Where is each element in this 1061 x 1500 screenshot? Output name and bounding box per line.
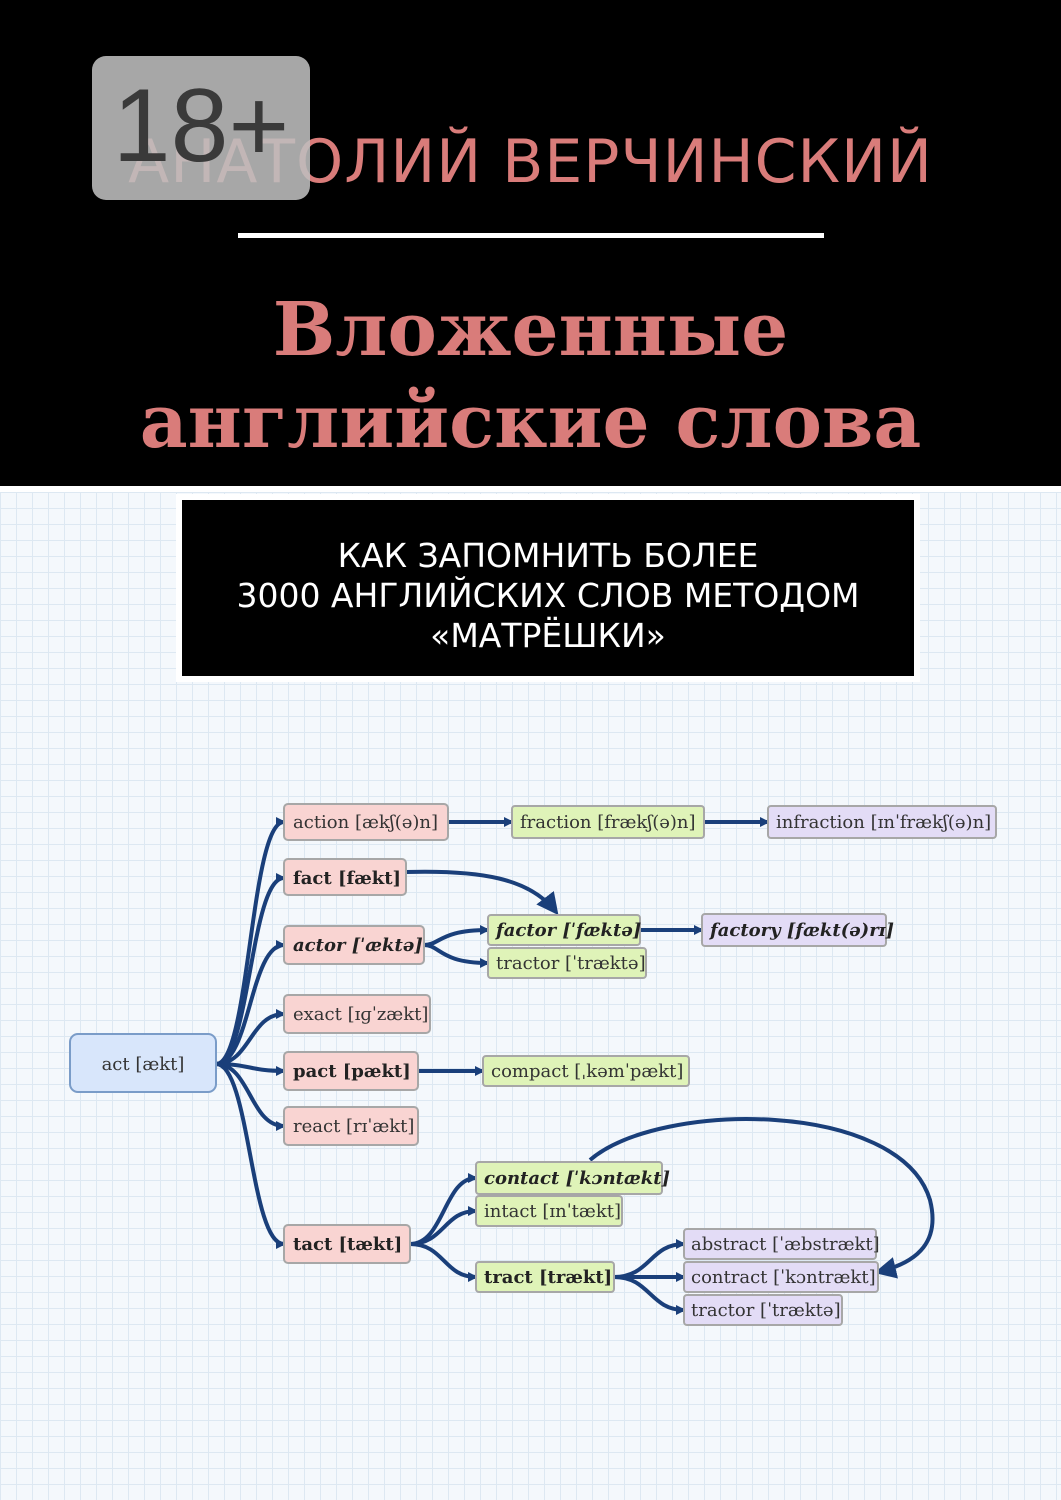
- root-connectors: [215, 817, 935, 1315]
- node-pact: pact [pækt]: [283, 1051, 419, 1091]
- node-contact: contact [ˈkɔntækt]: [475, 1161, 670, 1195]
- node-factor: factor [ˈfæktə]: [487, 914, 641, 946]
- node-tractor-2: tractor [ˈtræktə]: [683, 1294, 843, 1326]
- subtitle-line-3: «МАТРЁШКИ»: [430, 616, 666, 655]
- node-react-label: react [rɪˈækt]: [293, 1116, 414, 1137]
- title-line-1: Вложенные: [272, 287, 789, 373]
- node-pact-label: pact [pækt]: [293, 1061, 411, 1082]
- node-abstract: abstract [ˈæbstrækt]: [683, 1228, 880, 1260]
- node-tract-label: tract [trækt]: [484, 1267, 612, 1288]
- node-fact-label: fact [fækt]: [293, 868, 401, 889]
- node-exact: exact [ɪɡˈzækt]: [283, 994, 431, 1034]
- node-tractor-1: tractor [ˈtræktə]: [487, 947, 647, 979]
- node-tract: tract [trækt]: [475, 1261, 615, 1293]
- subtitle-line-1: КАК ЗАПОМНИТЬ БОЛЕЕ: [337, 536, 759, 575]
- node-tractor-2-label: tractor [ˈtræktə]: [691, 1300, 841, 1321]
- node-contract-label: contract [ˈkɔntrækt]: [691, 1267, 876, 1288]
- node-abstract-label: abstract [ˈæbstrækt]: [691, 1234, 880, 1255]
- node-tact: tact [tækt]: [283, 1224, 411, 1264]
- age-rating-badge: 18+: [92, 56, 310, 200]
- node-compact: compact [ˌkəmˈpækt]: [482, 1055, 690, 1087]
- node-actor: actor [ˈæktə]: [283, 925, 425, 965]
- node-contract: contract [ˈkɔntrækt]: [683, 1261, 879, 1293]
- root-node: act [ækt]: [69, 1033, 217, 1093]
- subtitle-line-2: 3000 АНГЛИЙСКИХ СЛОВ МЕТОДОМ: [236, 576, 860, 615]
- subtitle-box: КАК ЗАПОМНИТЬ БОЛЕЕ 3000 АНГЛИЙСКИХ СЛОВ…: [182, 500, 914, 676]
- node-intact: intact [ɪnˈtækt]: [475, 1195, 623, 1227]
- node-contact-label: contact [ˈkɔntækt]: [484, 1168, 670, 1189]
- node-factor-label: factor [ˈfæktə]: [494, 920, 641, 941]
- node-exact-label: exact [ɪɡˈzækt]: [293, 1004, 428, 1025]
- node-react: react [rɪˈækt]: [283, 1106, 419, 1146]
- title-line-2: английские слова: [139, 379, 922, 465]
- node-compact-label: compact [ˌkəmˈpækt]: [491, 1061, 683, 1082]
- node-actor-label: actor [ˈæktə]: [293, 935, 423, 956]
- node-tact-label: tact [tækt]: [293, 1234, 402, 1255]
- divider-line: [238, 233, 824, 238]
- book-title: Вложенные английские слова: [0, 284, 1061, 468]
- node-infraction: infraction [ɪnˈfrækʃ(ə)n]: [767, 805, 997, 839]
- root-node-label: act [ækt]: [102, 1054, 185, 1075]
- node-tractor-1-label: tractor [ˈtræktə]: [496, 953, 646, 974]
- node-action-label: action [ækʃ(ə)n]: [293, 812, 438, 833]
- node-fraction-label: fraction [frækʃ(ə)n]: [520, 812, 696, 833]
- node-infraction-label: infraction [ɪnˈfrækʃ(ə)n]: [776, 812, 991, 833]
- node-intact-label: intact [ɪnˈtækt]: [484, 1201, 621, 1222]
- node-factory: factory [fækt(ə)rɪ]: [701, 913, 894, 947]
- node-fact: fact [fækt]: [283, 858, 407, 896]
- node-factory-label: factory [fækt(ə)rɪ]: [708, 920, 894, 941]
- node-action: action [ækʃ(ə)n]: [283, 803, 449, 841]
- node-fraction: fraction [frækʃ(ə)n]: [511, 805, 705, 839]
